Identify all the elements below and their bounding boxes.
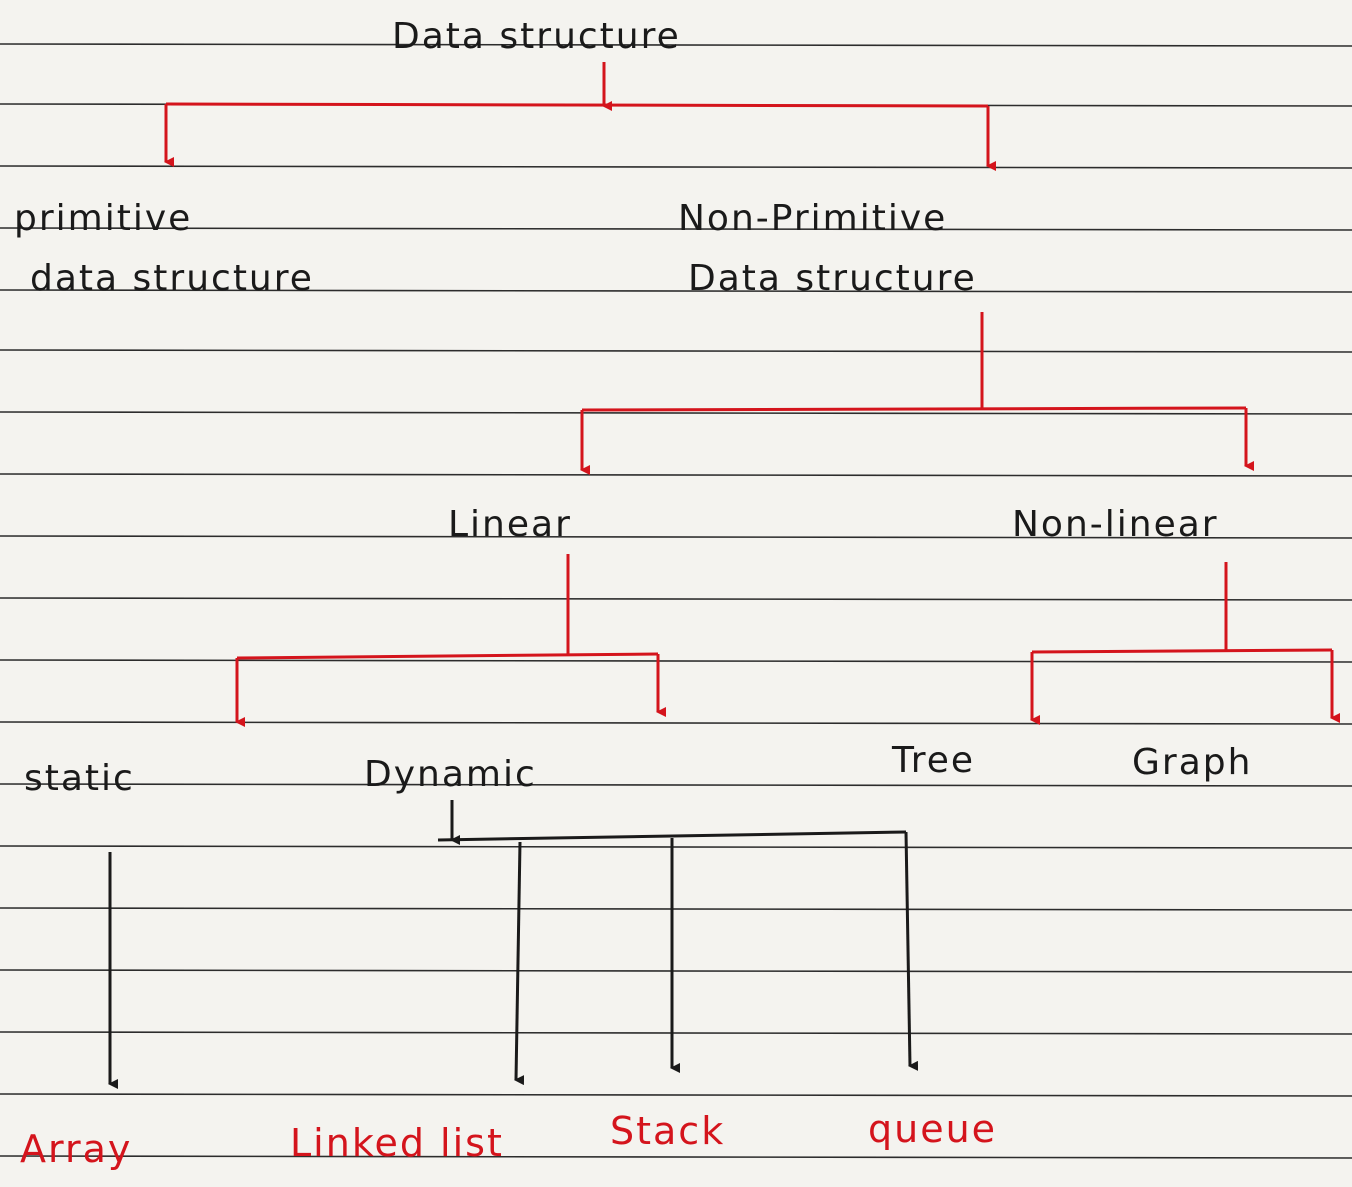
graph-label: Graph	[1132, 742, 1252, 783]
tree-label: Tree	[891, 740, 975, 781]
nonprimitive-label-line1: Non-Primitive	[678, 198, 947, 239]
primitive-label-line2: data structure	[30, 258, 314, 299]
static-label: static	[24, 758, 135, 799]
nonprimitive-branch-line	[581, 406, 1247, 412]
connector-dynamic	[437, 800, 919, 1086]
connector-nonprimitive	[580, 312, 1254, 475]
connector-root	[164, 62, 996, 171]
linked-list-label: Linked list	[290, 1121, 504, 1165]
node-labels: Data structure primitive data structure …	[14, 16, 1252, 1171]
connector-nonlinear	[1030, 562, 1340, 725]
stack-label: Stack	[610, 1109, 725, 1153]
root-branch-line	[165, 102, 989, 108]
linked-list-arrow	[514, 841, 525, 1086]
connector-linear	[235, 554, 666, 727]
dynamic-label: Dynamic	[364, 754, 537, 795]
nonlinear-branch-line	[1031, 648, 1333, 654]
dynamic-branch-line	[437, 830, 907, 842]
root-label: Data structure	[392, 16, 681, 57]
ruled-lines	[0, 43, 1352, 1159]
linear-label: Linear	[448, 504, 572, 545]
nonlinear-label: Non-linear	[1012, 504, 1219, 545]
queue-label: queue	[868, 1107, 997, 1151]
queue-arrow	[904, 831, 919, 1071]
linear-branch-line	[236, 652, 659, 660]
nonprimitive-label-line2: Data structure	[688, 258, 977, 299]
array-label: Array	[20, 1127, 132, 1171]
primitive-label-line1: primitive	[14, 198, 192, 239]
